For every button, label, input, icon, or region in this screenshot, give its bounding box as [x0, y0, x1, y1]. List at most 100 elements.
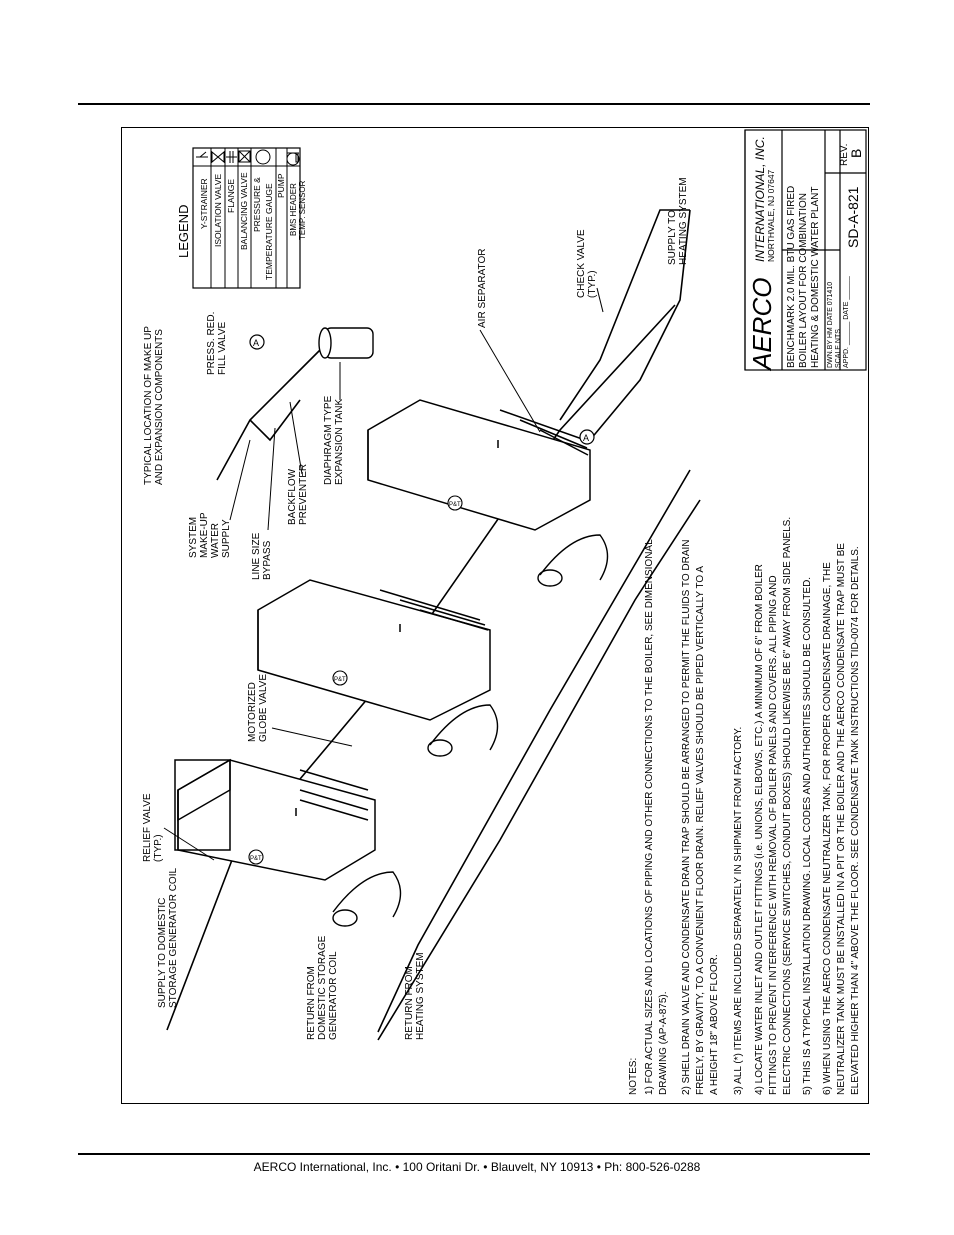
svg-text:WATER: WATER	[210, 523, 221, 558]
note-line: 2) SHELL DRAIN VALVE AND CONDENSATE DRAI…	[681, 539, 692, 1095]
svg-text:BMS HEADER: BMS HEADER	[289, 183, 298, 236]
svg-text:RETURN FROM: RETURN FROM	[404, 966, 415, 1040]
company-logo: AERCO	[747, 278, 777, 372]
boiler-2	[257, 579, 491, 721]
note-line: 6) WHEN USING THE AERCO CONDENSATE NEUTR…	[822, 562, 833, 1095]
sensor-icon	[295, 152, 299, 163]
label-return-domestic: RETURN FROM DOMESTIC STORAGE GENERATOR C…	[306, 935, 339, 1040]
note-line: ELECTRIC CONNECTIONS (SERVICE SWITCHES, …	[782, 517, 793, 1095]
footer-contact: AERCO International, Inc. • 100 Oritani …	[253, 1160, 701, 1174]
legend-item-balancing-valve: BALANCING VALVE	[239, 172, 249, 250]
boiler-1	[174, 758, 376, 881]
svg-text:(TYP.): (TYP.)	[587, 270, 598, 298]
boiler-3	[367, 399, 591, 531]
svg-text:STORAGE GENERATOR COIL: STORAGE GENERATOR COIL	[168, 868, 179, 1008]
legend-item-pump: PUMP	[276, 173, 286, 198]
flange-icon	[226, 151, 237, 163]
svg-text:TYPICAL LOCATION OF MAKE UP: TYPICAL LOCATION OF MAKE UP	[143, 326, 154, 485]
legend-item-flange: FLANGE	[226, 179, 236, 213]
marker-a-2: A	[579, 429, 595, 445]
note-line: 3) ALL (*) ITEMS ARE INCLUDED SEPARATELY…	[733, 727, 744, 1095]
label-return-heating: RETURN FROM HEATING SYSTEM	[404, 952, 426, 1040]
svg-text:DIAPHRAGM TYPE: DIAPHRAGM TYPE	[323, 395, 334, 485]
drawing-description: BENCHMARK 2.0 MIL. BTU GAS FIRED BOILER …	[786, 186, 821, 368]
svg-text:B: B	[848, 149, 864, 158]
note-line: 4) LOCATE WATER INLET AND OUTLET FITTING…	[754, 564, 765, 1095]
svg-text:LEGEND: LEGEND	[176, 205, 191, 258]
legend-item-pt-gauge: PRESSURE & TEMPERATURE GAUGE	[252, 177, 274, 280]
svg-text:LINE SIZE: LINE SIZE	[251, 532, 262, 580]
svg-text:INTERNATIONAL, INC.: INTERNATIONAL, INC.	[753, 136, 767, 262]
label-air-separator: AIR SEPARATOR	[477, 249, 488, 328]
svg-text:REV.: REV.	[839, 144, 850, 166]
note-line: NEUTRALIZER TANK MUST BE INSTALLED IN A …	[836, 543, 847, 1095]
gauge-2: P&T	[332, 670, 348, 686]
label-makeup-water: SYSTEM MAKE-UP WATER SUPPLY	[188, 512, 232, 558]
svg-text:ISOLATION VALVE: ISOLATION VALVE	[213, 173, 223, 247]
label-line-size-bypass: LINE SIZE BYPASS	[251, 532, 273, 580]
label-supply-heating: SUPPLY TO HEATING SYSTEM	[667, 177, 689, 265]
label-motorized-globe-valve: MOTORIZED GLOBE VALVE	[247, 674, 269, 742]
leader-lines	[163, 287, 604, 861]
drawing-frame	[121, 127, 869, 1104]
pump-icon	[286, 152, 300, 166]
company-name: INTERNATIONAL, INC.	[753, 136, 767, 262]
svg-text:DOMESTIC STORAGE: DOMESTIC STORAGE	[317, 935, 328, 1040]
svg-text:RETURN FROM: RETURN FROM	[306, 966, 317, 1040]
label-diaphragm: DIAPHRAGM TYPE EXPANSION TANK	[323, 395, 345, 485]
legend-title: LEGEND	[176, 205, 191, 258]
legend: LEGEND Y-STRAINER ISOLATION VALVE	[176, 147, 307, 289]
svg-text:AERCO: AERCO	[747, 278, 777, 372]
svg-text:GENERATOR COIL: GENERATOR COIL	[328, 951, 339, 1040]
drawn-by: DWN.BY HM DATE 071410 SCALE NTS APPD. __…	[827, 276, 850, 368]
svg-text:NORTHVALE, NJ 07647: NORTHVALE, NJ 07647	[766, 169, 776, 262]
legend-item-isolation-valve: ISOLATION VALVE	[213, 173, 223, 247]
label-check-valve: CHECK VALVE (TYP.)	[576, 229, 598, 298]
svg-text:BYPASS: BYPASS	[262, 540, 273, 580]
company-address: NORTHVALE, NJ 07647	[766, 169, 776, 262]
label-press-red: PRESS. RED. FILL VALVE	[206, 312, 228, 375]
gauge-3: P&T	[447, 495, 463, 511]
svg-text:(TYP.): (TYP.)	[153, 834, 164, 862]
header-rule	[78, 103, 870, 105]
svg-text:AND EXPANSION COMPONENTS: AND EXPANSION COMPONENTS	[154, 329, 165, 485]
svg-text:TEMP. SENSOR: TEMP. SENSOR	[298, 180, 307, 240]
balancing-valve-icon	[238, 150, 251, 163]
svg-text:PREVENTER: PREVENTER	[298, 464, 309, 525]
svg-text:CHECK VALVE: CHECK VALVE	[576, 229, 587, 298]
legend-item-y-strainer: Y-STRAINER	[199, 178, 209, 229]
svg-text:PRESSURE &: PRESSURE &	[252, 177, 262, 232]
svg-text:SUPPLY TO DOMESTIC: SUPPLY TO DOMESTIC	[157, 898, 168, 1008]
legend-item-bms-sensor: BMS HEADER TEMP. SENSOR	[289, 180, 307, 240]
label-relief-valve: RELIEF VALVE (TYP.)	[142, 793, 164, 862]
svg-text:BACKFLOW: BACKFLOW	[287, 468, 298, 525]
svg-text:Y-STRAINER: Y-STRAINER	[199, 178, 209, 229]
revision: REV. B	[839, 144, 864, 166]
svg-text:GLOBE VALVE: GLOBE VALVE	[258, 674, 269, 742]
notes: NOTES: 1) FOR ACTUAL SIZES AND LOCATIONS…	[628, 517, 861, 1095]
gauge-1: P&T	[248, 849, 264, 865]
svg-text:DWN.BY HM DATE 071410: DWN.BY HM DATE 071410	[827, 282, 834, 368]
svg-text:BENCHMARK 2.0 MIL. BTU GAS FIR: BENCHMARK 2.0 MIL. BTU GAS FIRED	[786, 186, 797, 368]
svg-text:SYSTEM: SYSTEM	[188, 517, 199, 558]
label-typical-location: TYPICAL LOCATION OF MAKE UP AND EXPANSIO…	[143, 326, 165, 485]
svg-text:A: A	[583, 433, 589, 443]
svg-text:FILL VALVE: FILL VALVE	[217, 321, 228, 375]
note-line: FREELY, BY GRAVITY, TO A CONVENIENT FLOO…	[695, 566, 706, 1095]
expansion-tank	[318, 327, 374, 359]
condensate-pipes	[332, 534, 609, 927]
svg-text:P&T: P&T	[449, 502, 461, 508]
svg-text:P&T: P&T	[334, 677, 346, 683]
svg-text:P&T: P&T	[250, 856, 262, 862]
svg-text:HEATING SYSTEM: HEATING SYSTEM	[678, 177, 689, 265]
note-line: FITTINGS TO PREVENT INTERFERENCE WITH RE…	[768, 575, 779, 1095]
svg-text:BOILER LAYOUT FOR COMBINATION: BOILER LAYOUT FOR COMBINATION	[798, 193, 809, 368]
svg-text:SUPPLY TO: SUPPLY TO	[667, 210, 678, 265]
svg-text:SCALE NTS: SCALE NTS	[835, 329, 842, 368]
drawing-number: SD-A-821	[845, 186, 861, 248]
note-line: 1) FOR ACTUAL SIZES AND LOCATIONS OF PIP…	[644, 539, 655, 1095]
note-line: A HEIGHT 18" ABOVE FLOOR.	[709, 954, 720, 1095]
notes-title: NOTES:	[628, 1058, 639, 1095]
svg-text:FLANGE: FLANGE	[226, 179, 236, 213]
